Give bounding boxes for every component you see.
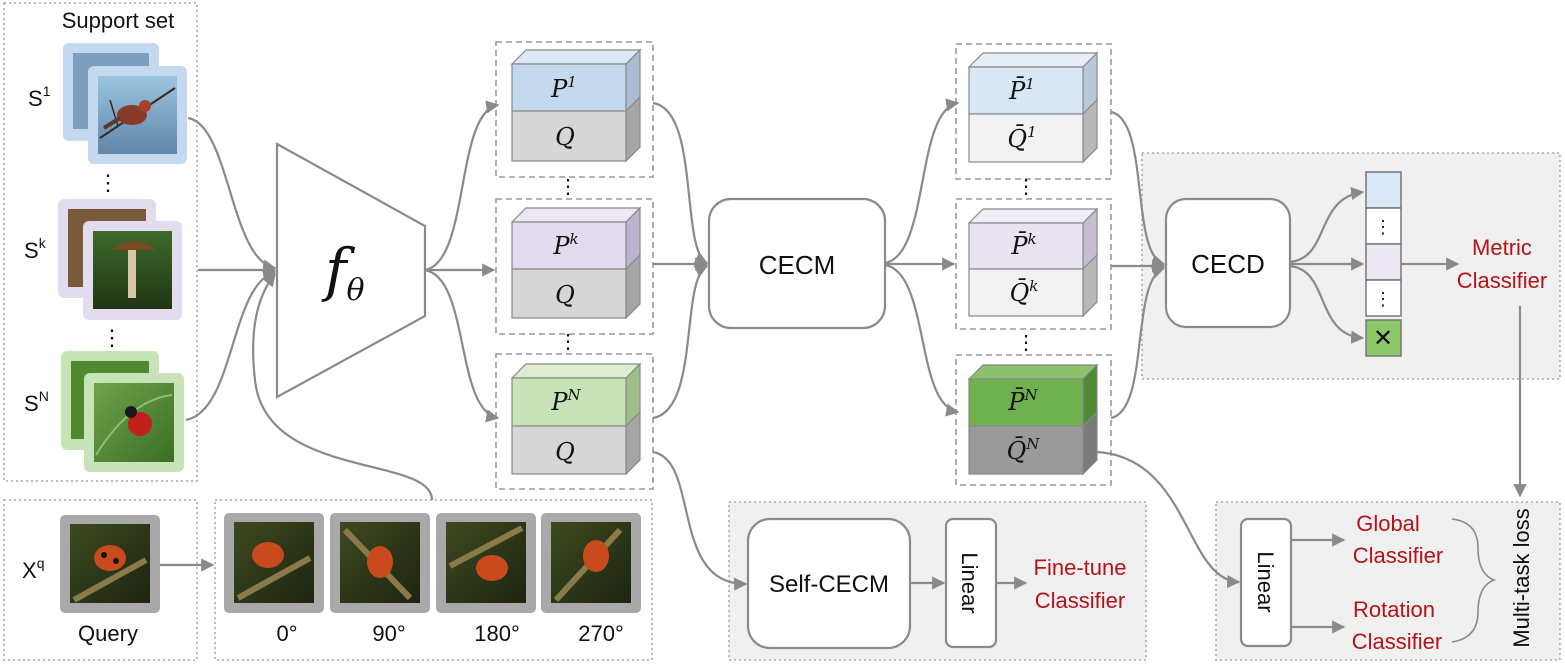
linear-label-finetune: Linear — [957, 552, 982, 613]
label-pn: PN — [550, 386, 581, 416]
stack-frame-1 — [495, 41, 654, 178]
block-p1 — [510, 48, 642, 113]
rotation-label-2: Classifier — [1352, 629, 1442, 654]
rotations-frame — [214, 499, 653, 661]
linear-module-multitask — [1239, 517, 1293, 648]
s1-label: S1 — [28, 83, 51, 111]
angle-270: 270° — [578, 621, 624, 646]
multitask-loss-label: Multi-task loss — [1509, 508, 1534, 647]
label-q-n: Q — [555, 438, 575, 466]
label-qbarn: Q̄N — [1007, 435, 1041, 465]
angle-180: 180° — [474, 621, 520, 646]
stack-dots-right-2: ⋮ — [1016, 332, 1036, 354]
support-set-frame — [3, 2, 198, 482]
label-qbark: Q̄k — [1010, 277, 1039, 307]
cross-icon: ✕ — [1373, 325, 1393, 352]
support-image-sk — [58, 199, 182, 320]
cecd-label: CECD — [1191, 249, 1265, 279]
label-pbark: P̄k — [1010, 230, 1036, 260]
support-image-sn — [61, 351, 184, 472]
rotated-image-180 — [436, 513, 536, 613]
label-q-1: Q — [555, 123, 575, 151]
connectors — [160, 98, 1527, 634]
block-pn — [510, 362, 642, 428]
block-qbar1 — [968, 98, 1098, 164]
support-image-s1 — [63, 43, 187, 164]
rotated-image-90 — [330, 513, 430, 613]
block-q-n — [511, 410, 641, 476]
label-pbar1: P̄1 — [1008, 75, 1035, 105]
block-q-k — [511, 253, 641, 320]
ladybug-icon — [128, 412, 152, 436]
loss-brace — [1451, 518, 1497, 643]
score-dots-2: ⋮ — [1374, 289, 1392, 309]
block-q-1 — [511, 95, 641, 163]
query-image — [60, 515, 160, 613]
query-frame — [3, 499, 198, 661]
finetune-label-1: Fine-tune — [1034, 555, 1127, 580]
rotated-image-0 — [224, 513, 324, 613]
block-pk — [510, 206, 642, 271]
mushroom-icon — [112, 241, 156, 250]
angle-90: 90° — [372, 621, 405, 646]
ladybug-icon — [94, 545, 126, 571]
stack-frame-bar-1 — [955, 43, 1112, 180]
angle-0: 0° — [276, 621, 297, 646]
label-qbar1: Q̄1 — [1007, 123, 1036, 153]
rotated-image-270 — [541, 513, 641, 613]
query-x-label: Xq — [22, 555, 44, 583]
label-pbarn: P̄N — [1007, 386, 1038, 416]
stack-frame-bar-k — [955, 198, 1112, 330]
finetune-label-2: Classifier — [1035, 588, 1125, 613]
label-q-k: Q — [555, 281, 575, 309]
stack-dots-right-1: ⋮ — [1016, 176, 1036, 198]
metric-label-1: Metric — [1472, 235, 1532, 260]
stack-dots-left-2: ⋮ — [558, 331, 578, 353]
query-label: Query — [78, 621, 138, 646]
stack-frame-k — [495, 198, 654, 335]
stack-frame-n — [495, 353, 654, 490]
support-dots-1: ⋮ — [97, 170, 119, 195]
global-label-2: Classifier — [1353, 543, 1443, 568]
metric-label-2: Classifier — [1457, 268, 1547, 293]
label-pk: Pk — [552, 230, 578, 260]
label-p1: P1 — [550, 73, 577, 103]
score-vector — [1365, 171, 1402, 357]
block-qbarn — [968, 410, 1098, 476]
encoder-trapezoid — [275, 142, 427, 399]
support-dots-2: ⋮ — [101, 325, 123, 350]
bird-icon — [117, 105, 147, 125]
block-pbark — [967, 207, 1099, 271]
self-cecm-label: Self-CECM — [769, 571, 889, 598]
stack-dots-left-1: ⋮ — [558, 176, 578, 198]
sn-label: SN — [24, 388, 49, 416]
support-set-title: Support set — [62, 8, 175, 33]
stack-frame-bar-n — [955, 354, 1112, 486]
score-dots-1: ⋮ — [1374, 217, 1392, 237]
block-pbarn — [967, 363, 1099, 428]
cecm-label: CECM — [759, 250, 836, 280]
rotation-label-1: Rotation — [1353, 597, 1435, 622]
global-label-1: Global — [1356, 511, 1420, 536]
sk-label: Sk — [24, 235, 47, 263]
linear-label-multitask: Linear — [1253, 551, 1278, 612]
block-qbark — [968, 253, 1098, 318]
